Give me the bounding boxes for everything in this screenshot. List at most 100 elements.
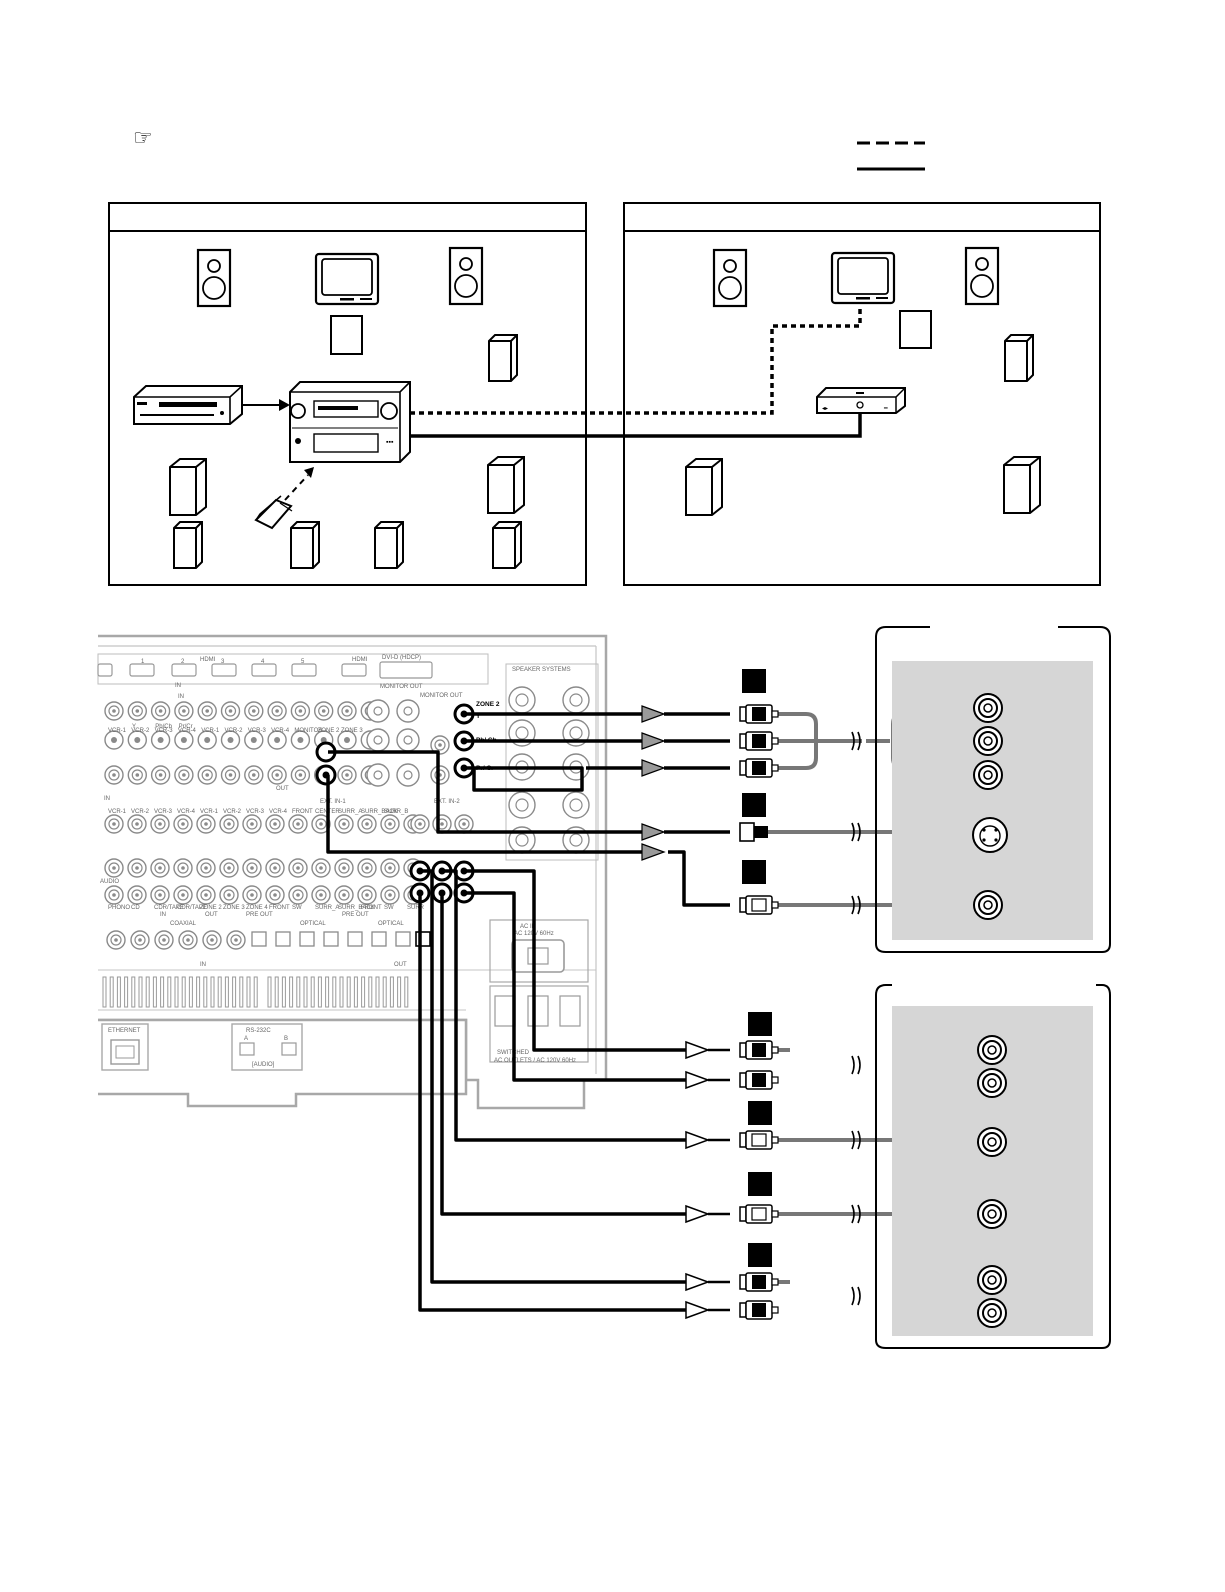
hdmi-out-header: HDMI [352, 657, 368, 663]
cable-break-mark [857, 731, 861, 751]
s-video-jack-pin [204, 737, 211, 743]
vent-slot [397, 976, 402, 1008]
optical-jack [251, 931, 267, 947]
cable-break-mark [857, 1055, 861, 1075]
video-row-label: VCR-2 [225, 728, 244, 734]
signal-arrow [641, 732, 665, 750]
monitor-out-2-label: MONITOR OUT [420, 693, 463, 699]
s-video-jack-pin [250, 737, 257, 743]
audio-jack [311, 858, 331, 878]
audio-side-label: AUDIO [100, 879, 119, 885]
zone2-audio-cable-solid [410, 413, 862, 438]
zone2-center-speaker-icon [899, 310, 932, 349]
audio-jack [150, 858, 170, 878]
video-row-label: VCR-1 [108, 728, 127, 734]
signal-arrow [641, 823, 665, 841]
audio-jack [150, 885, 170, 905]
audio-jack [265, 858, 285, 878]
zone2-surround-speaker-icon [1004, 334, 1034, 382]
signal-arrow [685, 1131, 709, 1149]
ethernet-label: ETHERNET [108, 1028, 141, 1034]
component-label: Y [132, 724, 136, 730]
audio-row-label: ZONE 2 [200, 905, 222, 911]
monitor-out-label: MONITOR OUT [380, 684, 423, 690]
rca-plug-icon [739, 704, 779, 724]
audio-jack [173, 885, 193, 905]
zone2-header: ZONE 2 [476, 701, 500, 708]
audio-row-label: CDR/TAPE [177, 905, 207, 911]
zone2-surround-right-speaker-icon [1003, 456, 1041, 514]
speaker-terminal-core [569, 726, 583, 740]
audio-jack [104, 885, 124, 905]
component-label: Pb/Cb [155, 724, 172, 730]
component-video-jack [127, 701, 148, 721]
cable-break-mark [857, 1130, 861, 1150]
monitor-out-jack-core [373, 706, 383, 716]
ext-in-2-label: EXT. IN-2 [434, 799, 460, 805]
vent-slot [102, 976, 107, 1008]
vent-slot [339, 976, 344, 1008]
signal-arrow [685, 1273, 709, 1291]
monitor-out-2-jack [430, 765, 450, 785]
vent-slot [181, 976, 186, 1008]
audio-jack [173, 858, 193, 878]
audio-jack [265, 885, 285, 905]
audio-jack [196, 814, 216, 834]
audio-jack [242, 858, 262, 878]
audio-jack [196, 885, 216, 905]
vent-slot [188, 976, 193, 1008]
vent-slot [246, 976, 251, 1008]
svg-text:◂▸: ◂▸ [822, 406, 828, 412]
center-speaker-icon [330, 315, 363, 355]
audio-jack [127, 814, 147, 834]
vent-slot [389, 976, 394, 1008]
optical-jack [395, 931, 411, 947]
av-receiver-icon: ▪▪▪ [289, 381, 411, 463]
audio-jack [380, 814, 400, 834]
speaker-terminal-core [515, 798, 529, 812]
svg-text:━: ━ [883, 406, 888, 412]
ac-in-label: AC IN [520, 924, 536, 930]
optical-out-jack [415, 931, 431, 947]
coaxial-jack [202, 930, 222, 950]
hdmi-header: HDMI [200, 657, 216, 663]
vent-slot [232, 976, 237, 1008]
vent-slot [317, 976, 322, 1008]
cable-break-mark [857, 1286, 861, 1306]
device-rca-jack [973, 890, 1003, 920]
device-s-video-pin [994, 838, 998, 842]
cable-break-mark [851, 1055, 855, 1075]
audio-row-label: SURR_BACK [338, 905, 375, 911]
audio-jack [380, 858, 400, 878]
monitor-out-jack-core [403, 706, 413, 716]
signal-arrow [641, 843, 665, 861]
zone2-front-right-speaker-icon [964, 246, 1000, 306]
component-video-jack [220, 701, 241, 721]
video-row-label: VCR-3 [248, 728, 267, 734]
component-cable [778, 712, 862, 770]
vent-slot [404, 976, 409, 1008]
s-video-plug-collar [754, 826, 768, 838]
component-video-jack [290, 701, 311, 721]
audio-jack [334, 858, 354, 878]
optical-out-label: OPTICAL [378, 921, 404, 927]
audio-jack [334, 885, 354, 905]
coaxial-label: COAXIAL [170, 921, 197, 927]
device-s-video-pin [982, 828, 986, 832]
rca-plug-icon [739, 1040, 779, 1060]
vent-slot [267, 976, 272, 1008]
surround-left-speaker-icon [169, 458, 207, 516]
speaker-systems-label: SPEAKER SYSTEMS [512, 667, 571, 673]
composite-video-jack [290, 765, 311, 785]
audio-jack [288, 858, 308, 878]
monitor-out-jack-core [403, 770, 413, 780]
audio-jack [173, 814, 193, 834]
audio-jack [219, 814, 239, 834]
vent-slot [274, 976, 279, 1008]
audio-row-label: VCR-4 [269, 809, 288, 815]
front-right-speaker-icon [448, 246, 484, 306]
device-rca-jack [973, 760, 1003, 790]
vent-slot [131, 976, 136, 1008]
composite-video-jack [174, 765, 194, 785]
pre-out-2-label: PRE OUT [342, 912, 369, 918]
